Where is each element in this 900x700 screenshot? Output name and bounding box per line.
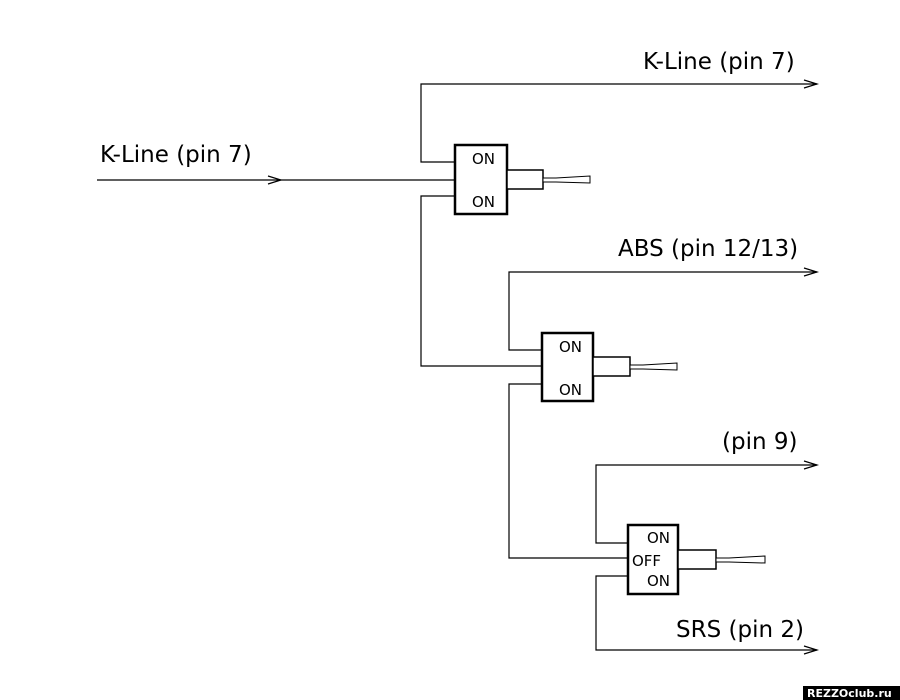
- watermark-text: REZZOclub.ru: [807, 687, 892, 700]
- switch3-top-label: ON: [647, 529, 670, 547]
- switch2-lever-icon[interactable]: [629, 362, 678, 371]
- switch1-bottom-label: ON: [472, 193, 495, 211]
- toggle-switch-1[interactable]: ON ON: [453, 143, 591, 216]
- switch2-top-label: ON: [559, 338, 582, 356]
- input-kline-label: K-Line (pin 7): [100, 142, 252, 168]
- output-abs-label: ABS (pin 12/13): [618, 236, 798, 262]
- switch1-lever-icon[interactable]: [542, 175, 591, 184]
- toggle-switch-2[interactable]: ON ON: [540, 331, 678, 403]
- output-kline-label: K-Line (pin 7): [643, 49, 795, 75]
- switch3-lever-icon[interactable]: [715, 555, 766, 564]
- output-srs-label: SRS (pin 2): [676, 617, 804, 643]
- switch1-top-label: ON: [472, 150, 495, 168]
- output-pin9-label: (pin 9): [722, 429, 797, 455]
- switch1-wires: [420, 79, 820, 367]
- input-wire: [97, 175, 455, 185]
- watermark: REZZOclub.ru: [803, 686, 900, 700]
- switch3-wires: [595, 460, 820, 655]
- toggle-switch-3[interactable]: ON OFF ON: [626, 523, 766, 596]
- switch2-wires: [508, 267, 820, 559]
- switch2-bottom-label: ON: [559, 381, 582, 399]
- switch3-bottom-label: ON: [647, 572, 670, 590]
- switch2-knurl-icon: [592, 356, 631, 377]
- switch3-knurl-icon: [677, 549, 717, 570]
- switch1-knurl-icon: [506, 169, 544, 190]
- switch3-middle-label: OFF: [632, 552, 661, 570]
